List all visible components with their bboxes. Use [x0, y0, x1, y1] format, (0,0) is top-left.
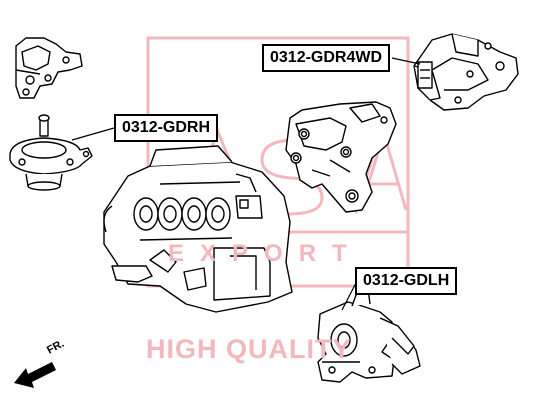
- watermark-sub: EXPORT: [168, 240, 363, 267]
- upper-bracket-mount: [285, 101, 397, 213]
- round-mount-gdrh: [9, 114, 93, 191]
- bushing-mount-gdlh: [317, 287, 421, 383]
- watermark-slogan: HIGH QUALITY: [146, 334, 352, 364]
- callout-gdr4wd: 0312-GDR4WD: [262, 44, 391, 72]
- callout-gdrh: 0312-GDRH: [114, 114, 219, 142]
- engine-block: [103, 145, 293, 313]
- block-mount-gdr4wd: [413, 33, 519, 111]
- bracket-mount-top-left: [15, 37, 83, 99]
- direction-arrow-icon: [14, 362, 56, 388]
- callout-gdlh: 0312-GDLH: [355, 267, 458, 295]
- leader-lines: [71, 57, 421, 311]
